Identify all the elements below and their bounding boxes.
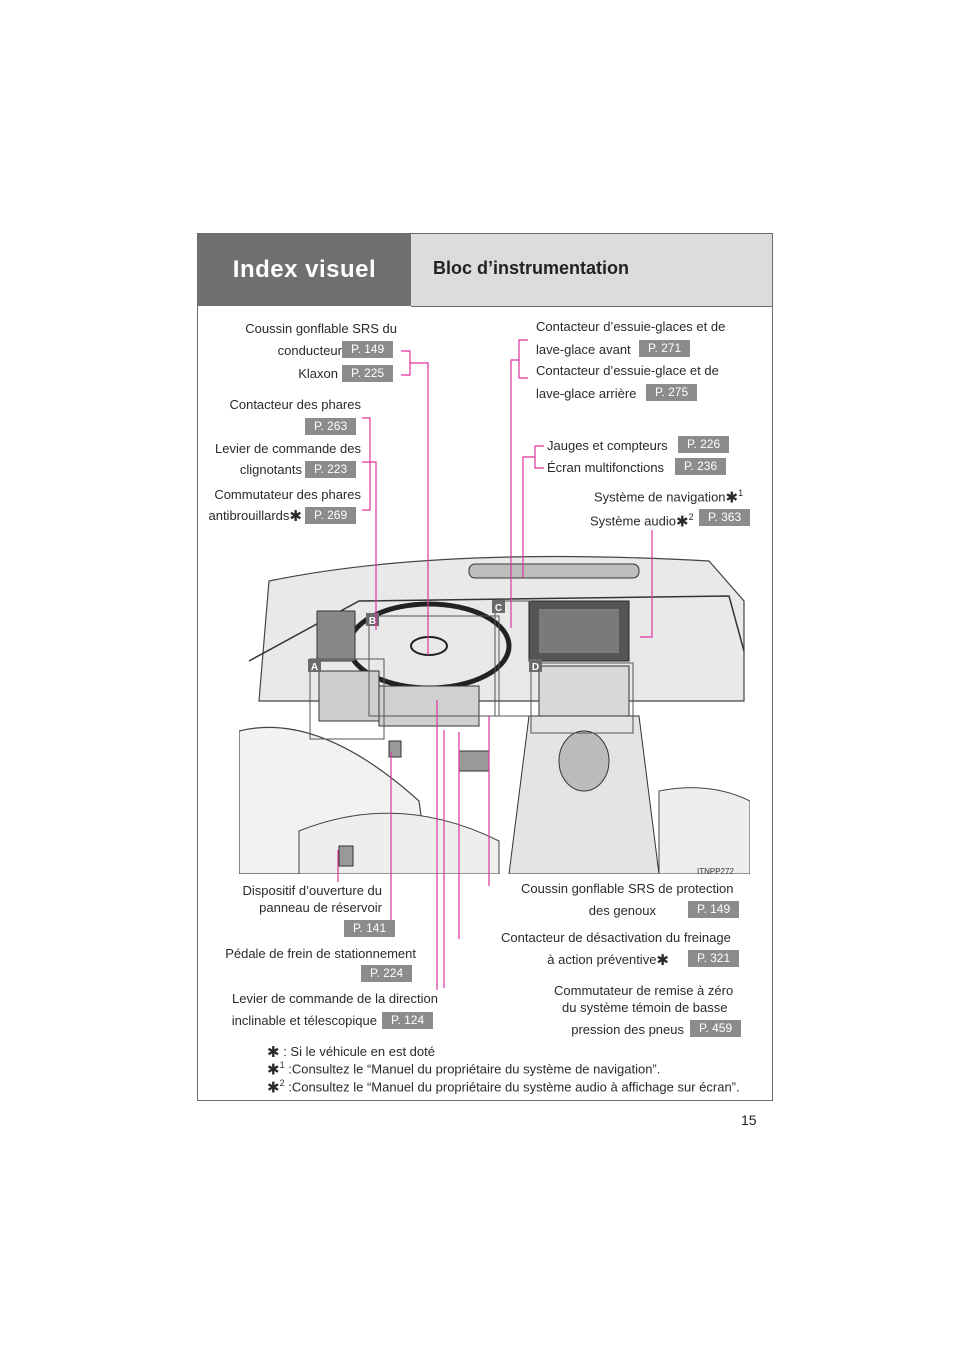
- front-wiper-page-badge[interactable]: P. 271: [639, 340, 691, 357]
- airbag-driver-label-line1: Coussin gonflable SRS du: [245, 321, 397, 336]
- gauges-page-badge[interactable]: P. 226: [678, 436, 730, 453]
- gauges-label: Jauges et compteurs: [547, 438, 668, 453]
- footnote-2-text: :Consultez le “Manuel du propriétaire du…: [288, 1079, 740, 1095]
- footnote-asterisk: ✱ : Si le véhicule en est doté: [267, 1043, 435, 1061]
- parking-brake-page-badge[interactable]: P. 224: [361, 965, 413, 982]
- audio-page-badge[interactable]: P. 363: [699, 509, 751, 526]
- fuel-door-label-line1: Dispositif d’ouverture du: [242, 883, 382, 898]
- knee-airbag-page-badge[interactable]: P. 149: [688, 901, 740, 918]
- footnote-asterisk-text: : Si le véhicule en est doté: [283, 1044, 435, 1059]
- figure-code: ITNPP272: [697, 867, 734, 876]
- headlight-switch-label: Contacteur des phares: [229, 397, 361, 412]
- page-number: 15: [741, 1112, 757, 1128]
- marker-a: A: [308, 659, 321, 673]
- svg-text:D: D: [532, 662, 539, 673]
- turn-signal-label-line1: Levier de commande des: [215, 441, 361, 456]
- tilt-steering-page-badge[interactable]: P. 124: [382, 1012, 434, 1029]
- turn-signal-label-line2: clignotants: [239, 462, 302, 477]
- svg-text:B: B: [369, 616, 376, 627]
- tilt-steering-label-line2: inclinable et télescopique: [231, 1013, 377, 1028]
- fog-light-page-badge[interactable]: P. 269: [305, 507, 357, 524]
- rear-wiper-label-line2: lave-glace arrière: [536, 386, 637, 401]
- navigation-footnote-ref: 1: [738, 488, 744, 498]
- dashboard-illustration: A B C D: [239, 541, 750, 874]
- front-wiper-label-line2: lave-glace avant: [536, 342, 631, 357]
- fog-light-label-line1: Commutateur des phares: [214, 487, 361, 502]
- navigation-label: Système de navigation✱1: [594, 485, 743, 506]
- horn-page-badge[interactable]: P. 225: [342, 365, 394, 382]
- pcs-off-label-line1: Contacteur de désactivation du freinage: [501, 930, 731, 945]
- fuel-door-label-line2: panneau de réservoir: [259, 900, 382, 915]
- svg-text:A: A: [311, 662, 318, 673]
- pcs-off-label-text: à action préventive: [547, 952, 657, 967]
- footnote-2: ✱2 :Consultez le “Manuel du propriétaire…: [267, 1078, 740, 1096]
- marker-d: D: [529, 659, 542, 673]
- knee-airbag-label-line1: Coussin gonflable SRS de protection: [521, 881, 734, 896]
- audio-label: Système audio✱2: [590, 509, 694, 530]
- navigation-label-text: Système de navigation: [594, 489, 726, 505]
- footnote-1-text: :Consultez le “Manuel du propriétaire du…: [288, 1061, 661, 1077]
- footnote-1: ✱1 :Consultez le “Manuel du propriétaire…: [267, 1060, 660, 1078]
- audio-label-text: Système audio: [590, 513, 676, 529]
- headlight-page-badge[interactable]: P. 263: [305, 418, 357, 435]
- fog-light-label-line2: antibrouillards✱: [208, 508, 302, 525]
- tpms-reset-page-badge[interactable]: P. 459: [690, 1020, 742, 1037]
- multi-display-page-badge[interactable]: P. 236: [675, 458, 727, 475]
- turn-signal-page-badge[interactable]: P. 223: [305, 461, 357, 478]
- fog-light-label-text: antibrouillards: [208, 508, 290, 523]
- footnote-2-number: 2: [279, 1078, 285, 1088]
- multi-display-label: Écran multifonctions: [547, 460, 665, 475]
- content-frame: Index visuel Bloc d’instrumentation: [197, 233, 773, 1101]
- fuel-door-page-badge[interactable]: P. 141: [344, 920, 396, 937]
- asterisk-icon: ✱: [267, 1044, 280, 1061]
- horn-label: Klaxon: [298, 366, 338, 381]
- audio-footnote-ref: 2: [688, 512, 694, 522]
- airbag-driver-page-badge[interactable]: P. 149: [342, 341, 394, 358]
- footnote-1-number: 1: [279, 1060, 285, 1070]
- page-title: Bloc d’instrumentation: [433, 258, 630, 278]
- tpms-reset-label-line3: pression des pneus: [571, 1022, 684, 1037]
- pcs-off-page-badge[interactable]: P. 321: [688, 950, 740, 967]
- rear-wiper-page-badge[interactable]: P. 275: [646, 384, 698, 401]
- parking-brake-label: Pédale de frein de stationnement: [225, 946, 416, 961]
- svg-text:C: C: [495, 603, 502, 614]
- pcs-off-label-line2: à action préventive✱: [547, 952, 669, 969]
- tpms-reset-label-line1: Commutateur de remise à zéro: [554, 983, 734, 998]
- asterisk-icon: ✱: [676, 513, 689, 531]
- marker-c: C: [492, 600, 505, 614]
- front-wiper-label-line1: Contacteur d’essuie-glaces et de: [536, 319, 726, 334]
- asterisk-icon: ✱: [725, 489, 739, 507]
- title-bar: Bloc d’instrumentation: [411, 234, 772, 307]
- section-tab: Index visuel: [198, 234, 411, 306]
- airbag-driver-label-line2: conducteur: [277, 343, 342, 358]
- asterisk-icon: ✱: [267, 1079, 280, 1097]
- knee-airbag-label-line2: des genoux: [588, 903, 656, 918]
- asterisk-icon: ✱: [267, 1061, 280, 1079]
- tilt-steering-label-line1: Levier de commande de la direction: [232, 991, 438, 1006]
- asterisk-icon: ✱: [289, 508, 302, 525]
- tpms-reset-label-line2: du système témoin de basse: [562, 1000, 728, 1015]
- asterisk-icon: ✱: [656, 952, 669, 969]
- section-title: Index visuel: [232, 256, 377, 283]
- rear-wiper-label-line1: Contacteur d’essuie-glace et de: [536, 363, 719, 378]
